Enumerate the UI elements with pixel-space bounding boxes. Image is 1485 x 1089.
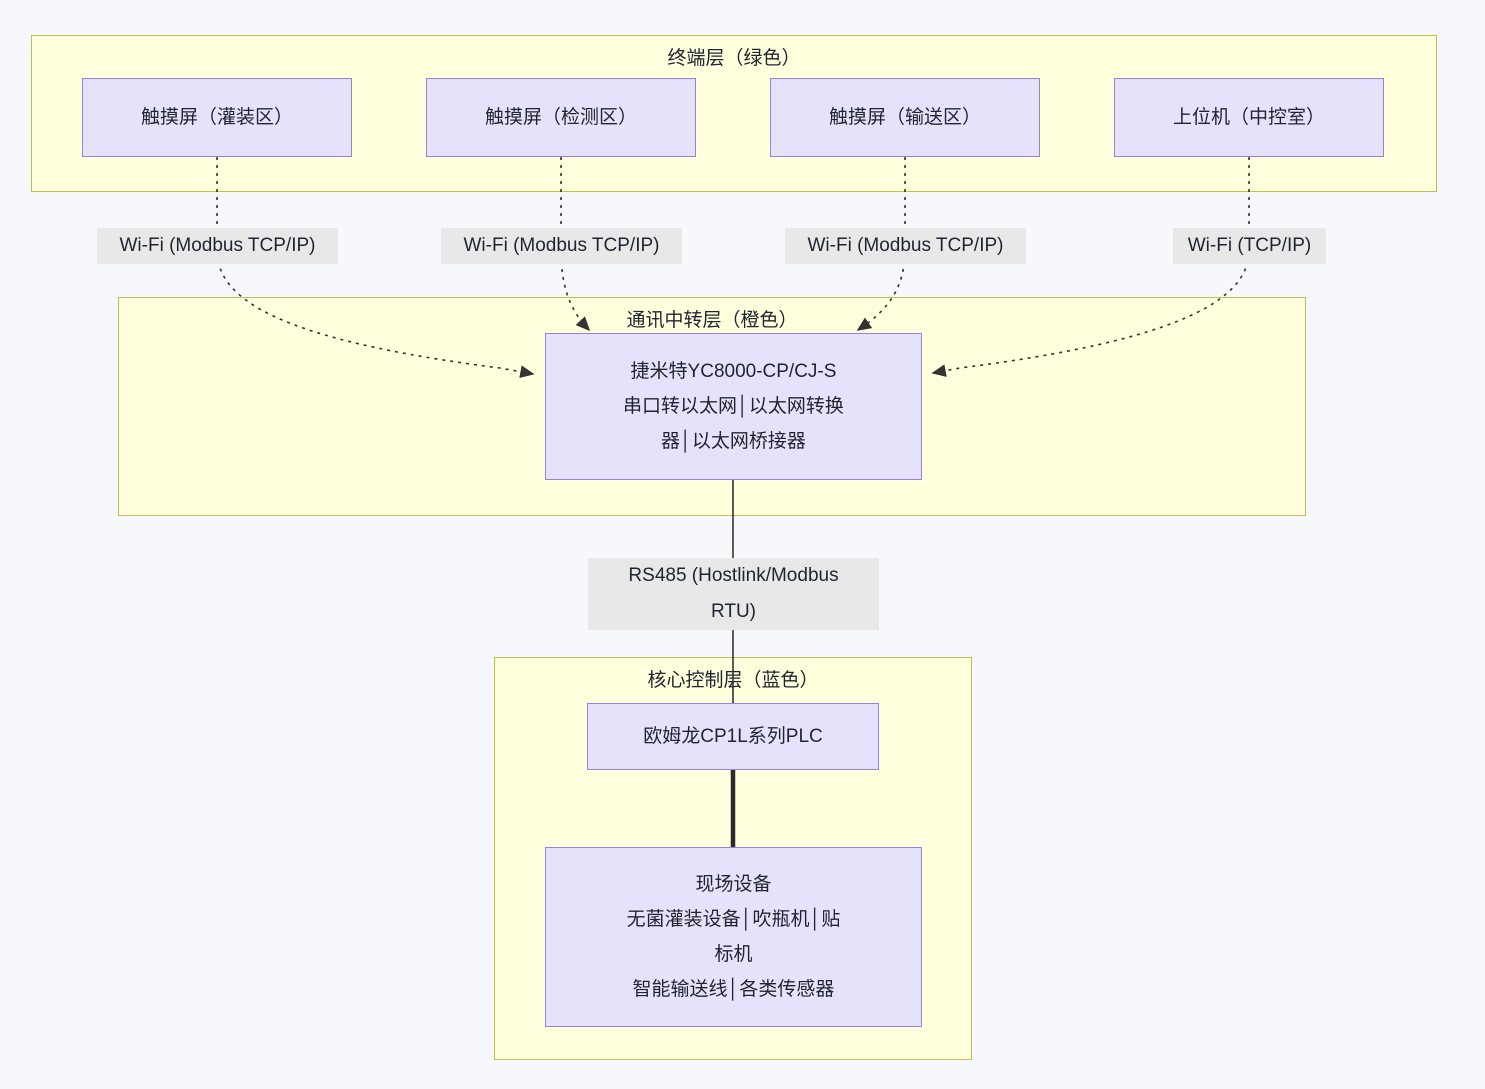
node-hmi-conveying[interactable]: 触摸屏（输送区） — [770, 78, 1040, 157]
node-field-devices[interactable]: 现场设备 无菌灌装设备│吹瓶机│贴 标机 智能输送线│各类传感器 — [545, 847, 922, 1027]
cluster-communication-relay-layer-label: 通讯中转层（橙色） — [626, 310, 798, 331]
node-field-devices-line-3: 标机 — [714, 944, 753, 965]
node-field-devices-line-4: 智能输送线│各类传感器 — [632, 979, 835, 1000]
cluster-core-control-layer-label: 核心控制层（蓝色） — [647, 670, 819, 691]
node-hmi-inspection[interactable]: 触摸屏（检测区） — [426, 78, 696, 157]
node-scada-host[interactable]: 上位机（中控室） — [1114, 78, 1384, 157]
node-hmi-filling-line-1: 触摸屏（灌装区） — [140, 107, 293, 128]
node-field-devices-line-2: 无菌灌装设备│吹瓶机│贴 — [626, 909, 841, 930]
edge-label-gateway-plc-line-2: RTU) — [710, 601, 757, 622]
node-hmi-conveying-line-1: 触摸屏（输送区） — [828, 107, 981, 128]
node-gateway-yc8000-line-1: 捷米特YC8000-CP/CJ-S — [630, 361, 837, 382]
node-plc-cp1l[interactable]: 欧姆龙CP1L系列PLC — [587, 703, 879, 770]
node-hmi-inspection-line-1: 触摸屏（检测区） — [484, 107, 637, 128]
node-gateway-yc8000[interactable]: 捷米特YC8000-CP/CJ-S 串口转以太网│以太网转换 器│以太网桥接器 — [545, 333, 922, 480]
node-field-devices-line-1: 现场设备 — [695, 874, 772, 895]
cluster-terminal-layer-label: 终端层（绿色） — [667, 48, 801, 69]
node-gateway-yc8000-line-3: 器│以太网桥接器 — [661, 431, 806, 452]
edge-label-hmi-filling-gateway: Wi-Fi (Modbus TCP/IP) — [97, 228, 338, 264]
edge-label-gateway-plc-line-1: RS485 (Hostlink/Modbus — [628, 565, 839, 586]
edge-label-hmi-inspection-gateway: Wi-Fi (Modbus TCP/IP) — [441, 228, 682, 264]
edge-label-hmi-conveying-gateway: Wi-Fi (Modbus TCP/IP) — [785, 228, 1026, 264]
node-gateway-yc8000-line-2: 串口转以太网│以太网转换 — [623, 396, 844, 417]
edge-label-scada-gateway: Wi-Fi (TCP/IP) — [1173, 228, 1326, 264]
edge-label-gateway-plc: RS485 (Hostlink/Modbus RTU) — [588, 558, 879, 630]
node-hmi-filling[interactable]: 触摸屏（灌装区） — [82, 78, 352, 157]
node-plc-cp1l-line-1: 欧姆龙CP1L系列PLC — [643, 726, 823, 747]
node-scada-host-line-1: 上位机（中控室） — [1172, 107, 1325, 128]
